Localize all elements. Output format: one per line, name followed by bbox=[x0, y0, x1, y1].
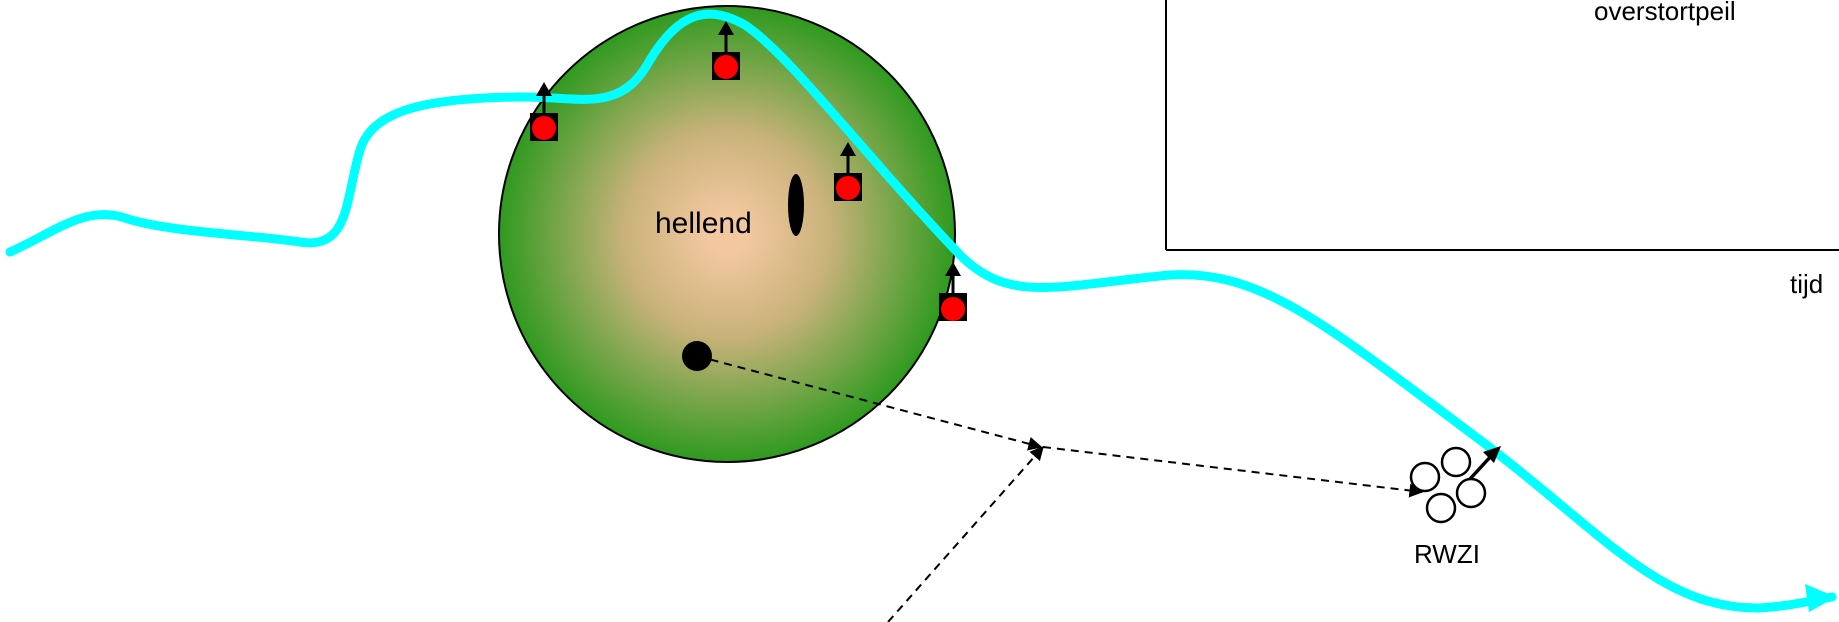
time-axis-label: tijd bbox=[1790, 269, 1823, 299]
overflow-structure bbox=[834, 142, 862, 201]
flow-line-catchment-to-junction bbox=[696, 355, 1043, 451]
catchment-label: hellend bbox=[655, 207, 752, 240]
catchment-outlet-node bbox=[682, 341, 712, 371]
overflow-structure bbox=[939, 262, 967, 321]
rwzi-icon bbox=[1409, 446, 1501, 524]
river-flow-arrowhead bbox=[1805, 584, 1836, 612]
slope-marker bbox=[788, 174, 804, 236]
overflow-dot bbox=[836, 176, 860, 200]
overflow-structure bbox=[530, 82, 558, 141]
time-graph: overstortpeil tijd bbox=[1165, 0, 1839, 299]
overflow-dot bbox=[714, 55, 738, 79]
flow-line-inflow-to-junction bbox=[887, 445, 1044, 622]
rwzi-label: RWZI bbox=[1414, 539, 1480, 569]
overflow-level-label: overstortpeil bbox=[1594, 0, 1736, 26]
sewer-flow-lines bbox=[696, 355, 1424, 622]
overflow-dot bbox=[532, 116, 556, 140]
overflow-structure bbox=[712, 21, 740, 80]
overflow-dot bbox=[941, 297, 965, 321]
flow-line-junction-to-rwzi bbox=[1042, 446, 1424, 498]
